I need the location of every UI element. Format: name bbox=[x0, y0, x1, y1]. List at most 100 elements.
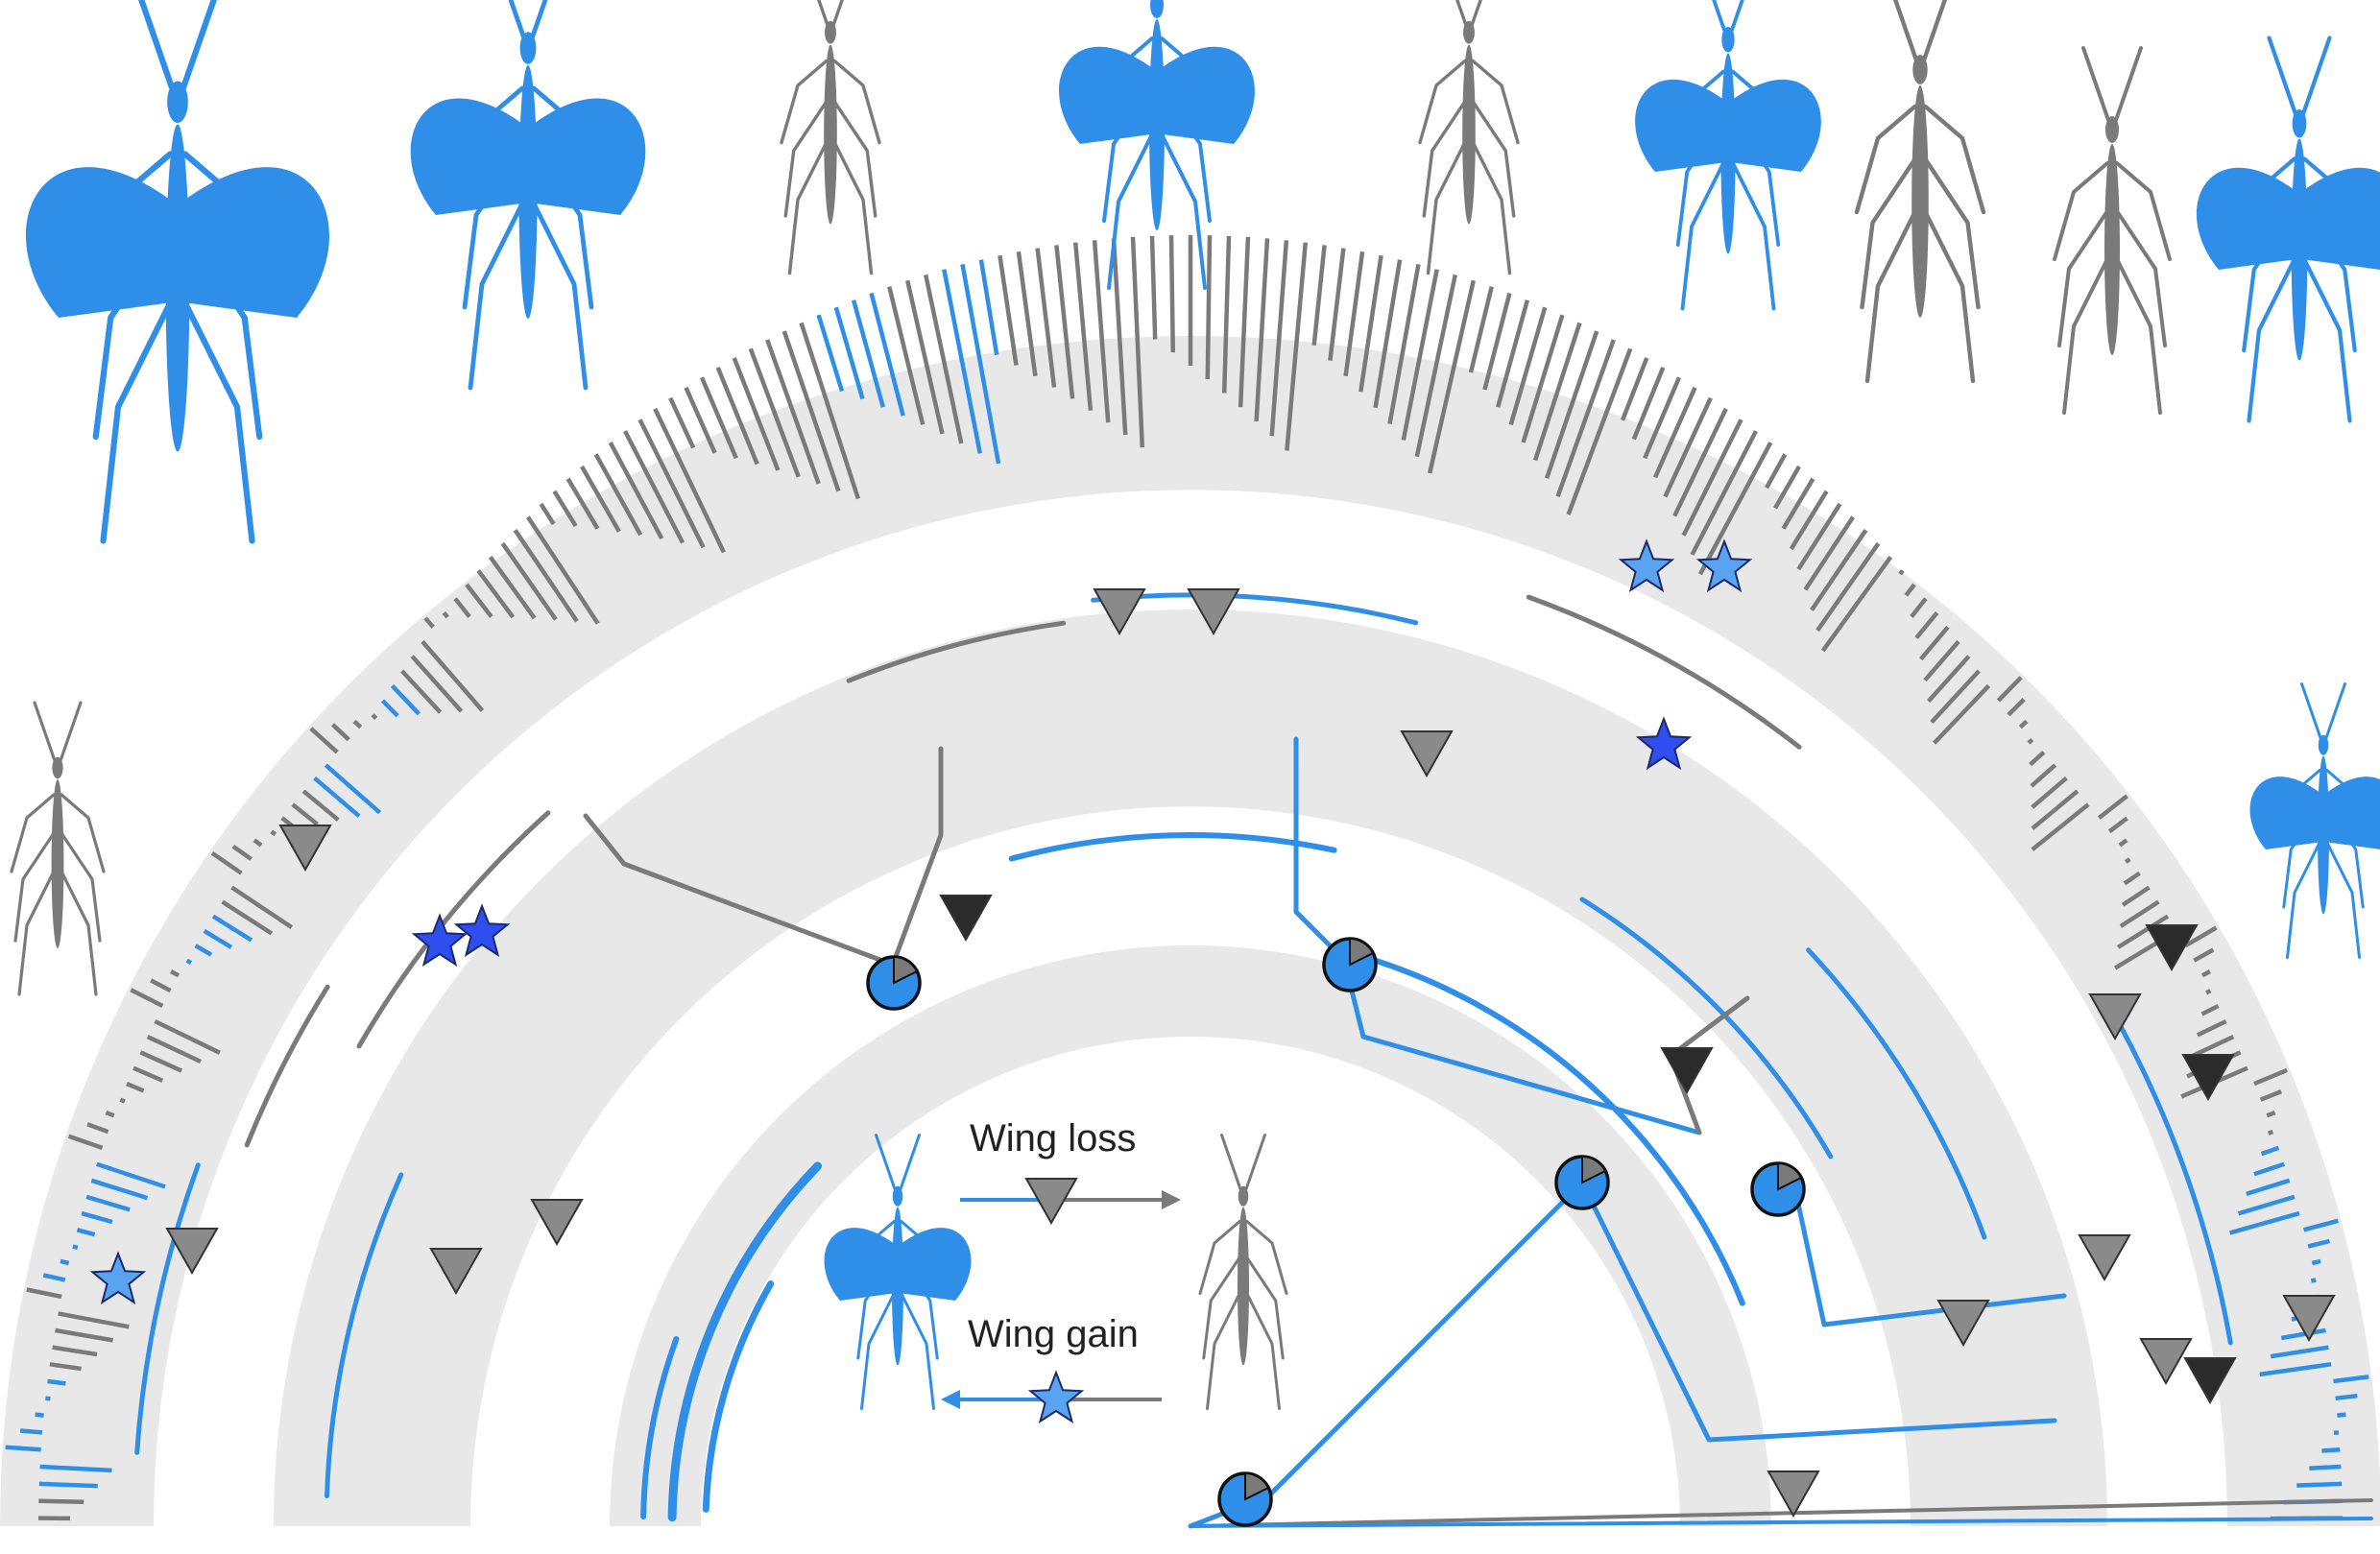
tip-branch bbox=[119, 1097, 126, 1104]
insect-wings bbox=[25, 167, 330, 318]
tip-branch bbox=[410, 655, 464, 713]
tip-branch bbox=[130, 988, 164, 1009]
tip-branch bbox=[2121, 885, 2151, 907]
insect-head bbox=[52, 756, 63, 779]
insect-body bbox=[1238, 1207, 1249, 1366]
tip-branch bbox=[390, 683, 421, 716]
tip-branch bbox=[1663, 396, 1713, 498]
tip-branch bbox=[2337, 1412, 2346, 1418]
insect-body bbox=[518, 64, 538, 319]
insect-body bbox=[2104, 144, 2120, 355]
insect-silhouettes bbox=[10, 0, 2380, 1410]
insect-body bbox=[824, 44, 837, 225]
insect-wings bbox=[824, 1228, 972, 1301]
insect-wings bbox=[1059, 46, 1255, 144]
branch-to-node-3 bbox=[1266, 1180, 1585, 1498]
clade-arc-grey-3 bbox=[1526, 594, 1802, 750]
tip-branch bbox=[2333, 1375, 2369, 1384]
tip-branch bbox=[580, 465, 621, 533]
tip-branch bbox=[291, 802, 319, 826]
wing-loss-marker-7 bbox=[429, 1248, 483, 1296]
tip-branch bbox=[1468, 286, 1494, 373]
insect-legs bbox=[853, 1134, 943, 1410]
tip-branch bbox=[1652, 386, 1697, 479]
tip-branch bbox=[608, 442, 664, 540]
legend: Wing loss Wing gain bbox=[968, 1117, 1139, 1355]
tip-branch bbox=[2107, 816, 2128, 834]
wing-loss-marker-dark-1 bbox=[939, 895, 993, 943]
wing-loss-marker-10 bbox=[1936, 1300, 1990, 1348]
tip-branch bbox=[1269, 240, 1289, 437]
tip-branch bbox=[942, 269, 983, 454]
tip-branch bbox=[1544, 330, 1599, 480]
tip-branch bbox=[1521, 314, 1565, 443]
insect-legs bbox=[1198, 1134, 1288, 1410]
tip-branch bbox=[2270, 1345, 2329, 1359]
insect-body bbox=[1720, 53, 1736, 254]
tip-branch bbox=[2031, 776, 2068, 809]
tip-branch bbox=[1697, 442, 1773, 576]
tip-branch bbox=[1205, 235, 1213, 380]
tip-branch bbox=[453, 597, 471, 618]
tip-branch bbox=[781, 330, 841, 492]
tip-branch bbox=[42, 1273, 66, 1282]
wing-gain-star-light-3 bbox=[89, 1251, 147, 1304]
tip-branch bbox=[2200, 1003, 2220, 1016]
tip-branch bbox=[526, 515, 600, 625]
tip-branch bbox=[816, 314, 845, 393]
tip-branch bbox=[1387, 264, 1421, 424]
tip-branch bbox=[1904, 583, 1916, 597]
tip-branch bbox=[2191, 1035, 2235, 1059]
tip-branch bbox=[923, 274, 964, 444]
ancestral-pie-2-slice bbox=[1349, 937, 1375, 967]
tip-branch bbox=[1328, 248, 1346, 361]
tip-branch bbox=[765, 339, 821, 485]
legend-wingless-insect bbox=[1198, 1134, 1288, 1410]
tip-branch bbox=[833, 306, 865, 400]
tip-branch bbox=[1815, 541, 1881, 633]
insect-6 bbox=[1635, 0, 1821, 311]
clade-arc-grey-1 bbox=[846, 620, 1067, 683]
wing-loss-marker-dark-2 bbox=[1660, 1047, 1714, 1095]
insect-head bbox=[1912, 55, 1928, 84]
tip-branch bbox=[2184, 925, 2218, 948]
tip-branch bbox=[1620, 357, 1649, 421]
tip-branch bbox=[49, 1362, 82, 1372]
tip-branch bbox=[668, 396, 696, 449]
tip-branch bbox=[39, 1464, 112, 1473]
tip-branch bbox=[1796, 502, 1842, 571]
tip-branch bbox=[1566, 347, 1633, 515]
wing-gain-star-2 bbox=[453, 903, 511, 957]
insect-11 bbox=[10, 701, 106, 996]
wing-loss-marker-12 bbox=[1767, 1470, 1820, 1518]
legend-gain-arrowhead bbox=[941, 1390, 960, 1409]
tip-branch bbox=[35, 1412, 44, 1418]
tip-branch bbox=[2196, 1018, 2227, 1038]
tip-branch bbox=[2303, 1218, 2339, 1232]
background-bands bbox=[0, 336, 2380, 1526]
backbone-arc-right bbox=[1371, 957, 1745, 1306]
tip-branch bbox=[623, 430, 685, 544]
tip-branch bbox=[1508, 306, 1548, 426]
tip-branch bbox=[1149, 235, 1158, 340]
tip-branch bbox=[869, 292, 905, 417]
tip-branch bbox=[146, 1035, 202, 1064]
insect-wings bbox=[410, 98, 646, 215]
tip-branch bbox=[851, 299, 885, 408]
tip-branch bbox=[231, 844, 252, 861]
tip-branch bbox=[488, 555, 537, 620]
tip-branch bbox=[748, 347, 801, 478]
ancestral-state-pies bbox=[866, 937, 1806, 1527]
tip-branch bbox=[211, 914, 253, 943]
tip-branch bbox=[72, 1244, 79, 1250]
insect-head bbox=[825, 20, 836, 44]
tip-branch bbox=[52, 1345, 98, 1357]
tip-branch bbox=[1414, 274, 1458, 458]
insect-4 bbox=[1059, 0, 1255, 290]
wing-loss-marker-5 bbox=[530, 1199, 584, 1247]
tip-branch bbox=[2204, 989, 2212, 995]
tip-branch bbox=[1781, 477, 1815, 530]
tip-branch bbox=[1092, 240, 1111, 423]
transition-markers bbox=[89, 538, 2336, 1518]
